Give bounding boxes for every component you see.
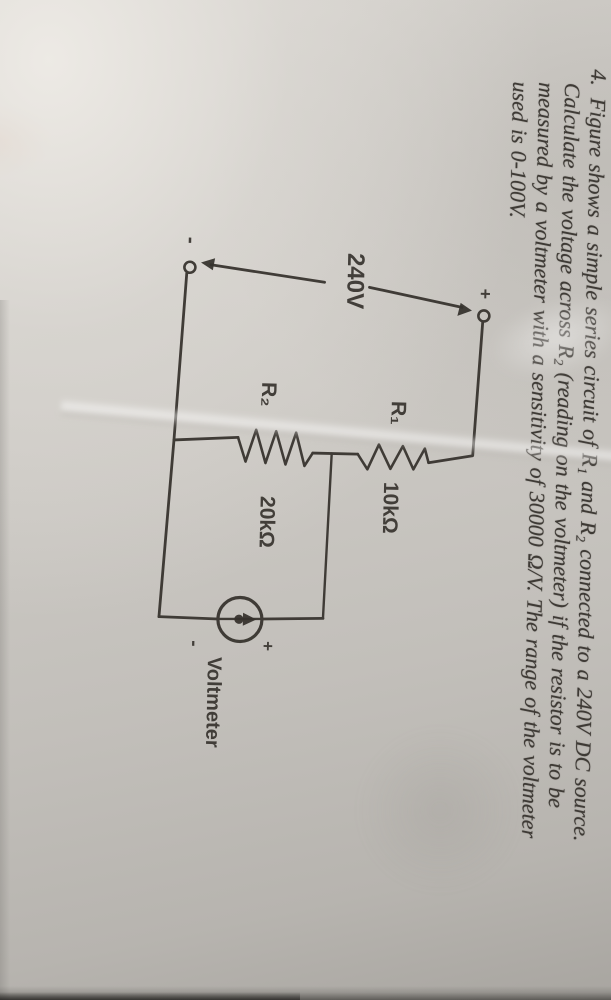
source-lead-negative	[209, 263, 326, 284]
voltmeter-dot-icon	[234, 614, 244, 624]
voltmeter-label: Voltmeter	[201, 657, 225, 748]
resistor-r2-name: R₂	[257, 382, 281, 407]
voltmeter-minus-sign: -	[183, 640, 204, 647]
source-plus-sign: +	[475, 288, 495, 299]
voltmeter-plus-sign: +	[258, 641, 277, 651]
source-minus-sign: -	[179, 237, 202, 245]
positive-terminal	[477, 309, 491, 323]
top-wire	[427, 320, 485, 465]
source-voltage-label: 240V	[341, 253, 369, 310]
r2-bottom-lead	[172, 435, 240, 442]
voltmeter-symbol	[216, 595, 264, 644]
resistor-r1	[356, 443, 430, 471]
arrow-to-negative-icon	[201, 258, 216, 271]
resistor-r2	[236, 428, 315, 468]
resistor-r1-name: R₁	[386, 401, 410, 425]
voltmeter-upper-wire	[260, 616, 325, 621]
arrow-to-positive-icon	[457, 302, 472, 316]
negative-terminal	[183, 260, 197, 275]
source-lead-positive	[368, 285, 464, 309]
r1-r2-junction-wire	[311, 451, 360, 456]
resistor-r1-value: 10kΩ	[378, 482, 402, 534]
voltmeter-lower-wire	[157, 615, 220, 621]
voltmeter-needle-icon	[242, 612, 257, 626]
bottom-rail	[157, 271, 189, 619]
voltmeter-tap-wire	[321, 452, 333, 620]
resistor-r2-value: 20kΩ	[255, 496, 279, 548]
